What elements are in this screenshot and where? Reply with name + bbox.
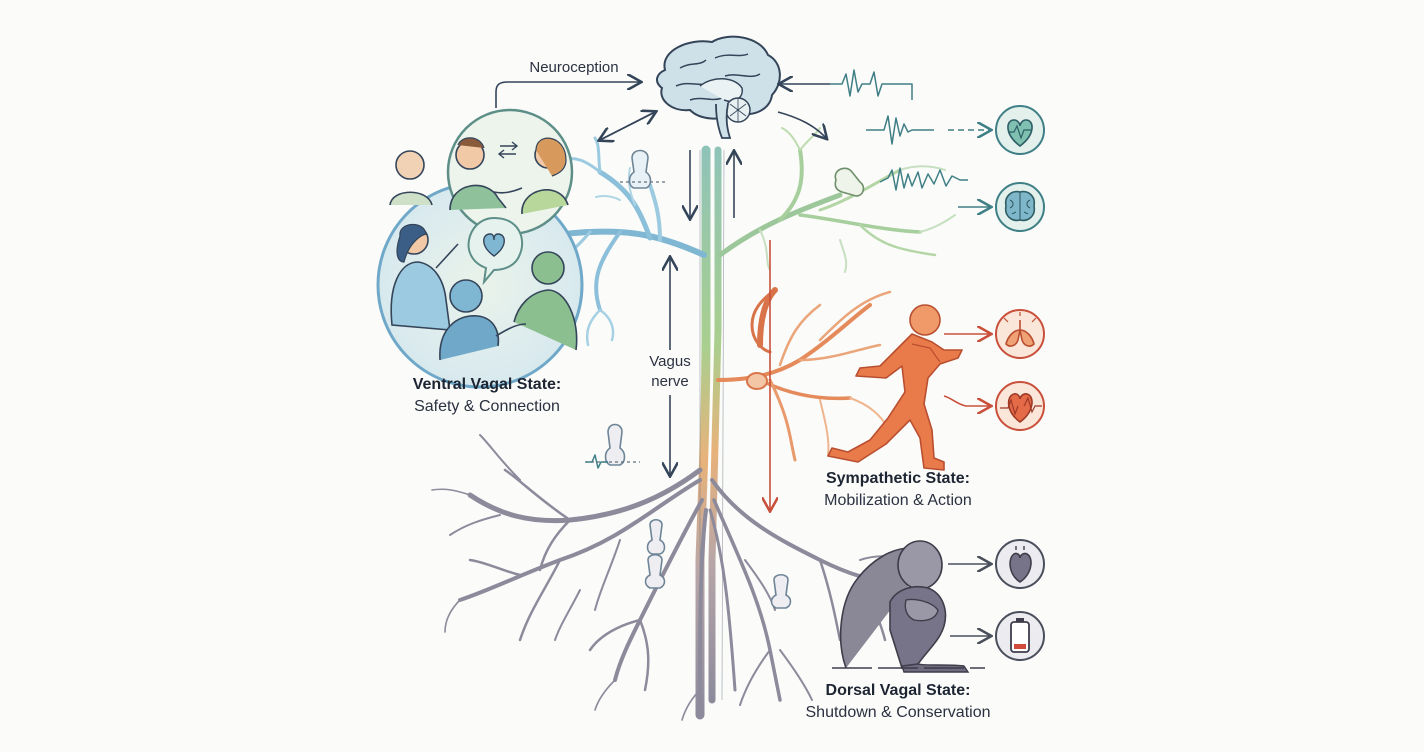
sympathetic-state-label: Sympathetic State: Mobilization & Action: [808, 468, 988, 512]
neuroception-arrows: [495, 82, 830, 140]
ventral-state-subtitle: Safety & Connection: [414, 398, 560, 415]
racing-heart-icon: [995, 381, 1045, 431]
ventral-state-title: Ventral Vagal State:: [412, 376, 562, 393]
vagus-trunk: [695, 145, 725, 720]
signal-waveforms: [586, 69, 968, 469]
lungs-icon: [995, 309, 1045, 359]
slow-heart-icon: [995, 539, 1045, 589]
vagus-label-line2: nerve: [651, 373, 689, 390]
neuroception-label: Neuroception: [529, 59, 619, 76]
dorsal-state-label: Dorsal Vagal State: Shutdown & Conservat…: [790, 680, 1006, 724]
dorsal-roots: [431, 434, 919, 721]
vagus-label-line1: Vagus: [649, 353, 691, 370]
dorsal-state-title: Dorsal Vagal State:: [825, 682, 971, 699]
ventral-right-branches: [717, 127, 956, 273]
ventral-state-label: Ventral Vagal State: Safety & Connection: [392, 374, 582, 418]
brain-icon: [995, 182, 1045, 232]
running-figure: [827, 304, 963, 471]
vagus-nerve-label: Vagus nerve: [638, 352, 702, 392]
ventral-social-scene: [376, 108, 584, 389]
sympathetic-state-subtitle: Mobilization & Action: [824, 492, 972, 509]
output-arrows: [943, 130, 990, 636]
sympathetic-state-title: Sympathetic State:: [825, 470, 971, 487]
low-battery-icon: [995, 611, 1045, 661]
trunk-arrows: [670, 150, 770, 510]
heart-icon: [995, 105, 1045, 155]
crouched-figure: [832, 540, 985, 673]
dorsal-state-subtitle: Shutdown & Conservation: [805, 704, 991, 721]
brain-illustration: [656, 35, 781, 139]
sympathetic-branches: [716, 287, 892, 462]
synapse-bulbs: [604, 149, 865, 609]
